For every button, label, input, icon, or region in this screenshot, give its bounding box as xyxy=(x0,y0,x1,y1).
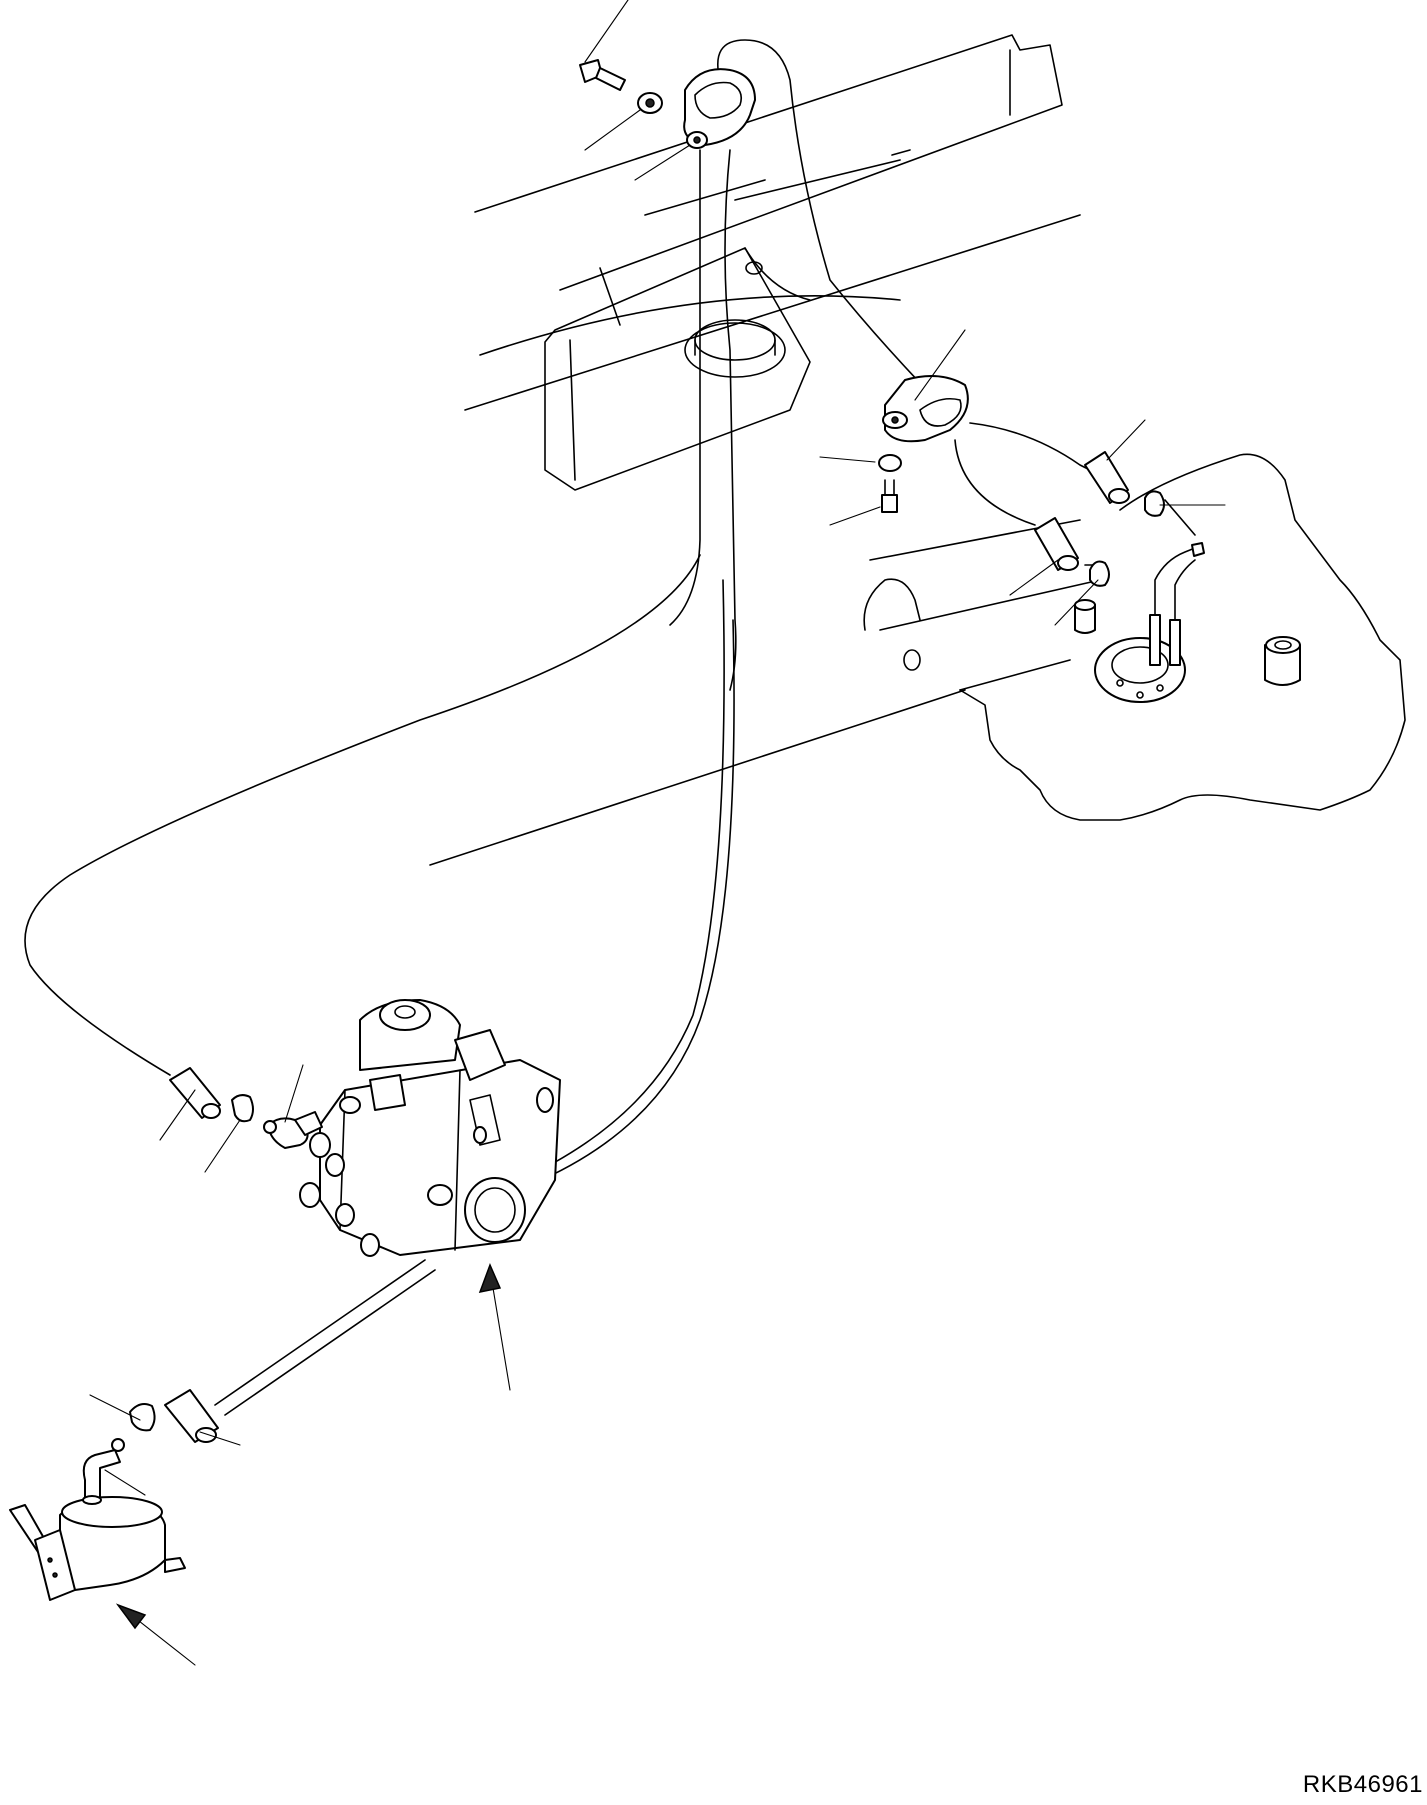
drawing-reference-code: RKB46961 xyxy=(1302,1771,1423,1798)
pump-inlet-fittings xyxy=(170,1068,322,1148)
fuel-sender-unit xyxy=(1095,543,1204,702)
tank-fittings xyxy=(1075,600,1300,685)
upper-bolt xyxy=(580,60,662,113)
fuel-tank-outline xyxy=(960,454,1405,820)
fuel-hoses xyxy=(25,40,1195,1415)
upper-hose-clamp xyxy=(684,69,755,148)
fuel-feed-pump xyxy=(10,1450,185,1600)
feed-pump-fittings xyxy=(112,1390,218,1451)
sender-hose-sleeves xyxy=(1035,452,1164,586)
frame-outline xyxy=(430,35,1100,865)
middle-hose-clamp xyxy=(883,376,968,441)
middle-bolt xyxy=(879,455,901,512)
fuel-injection-pump xyxy=(300,1000,560,1256)
leader-lines xyxy=(90,0,1225,1665)
